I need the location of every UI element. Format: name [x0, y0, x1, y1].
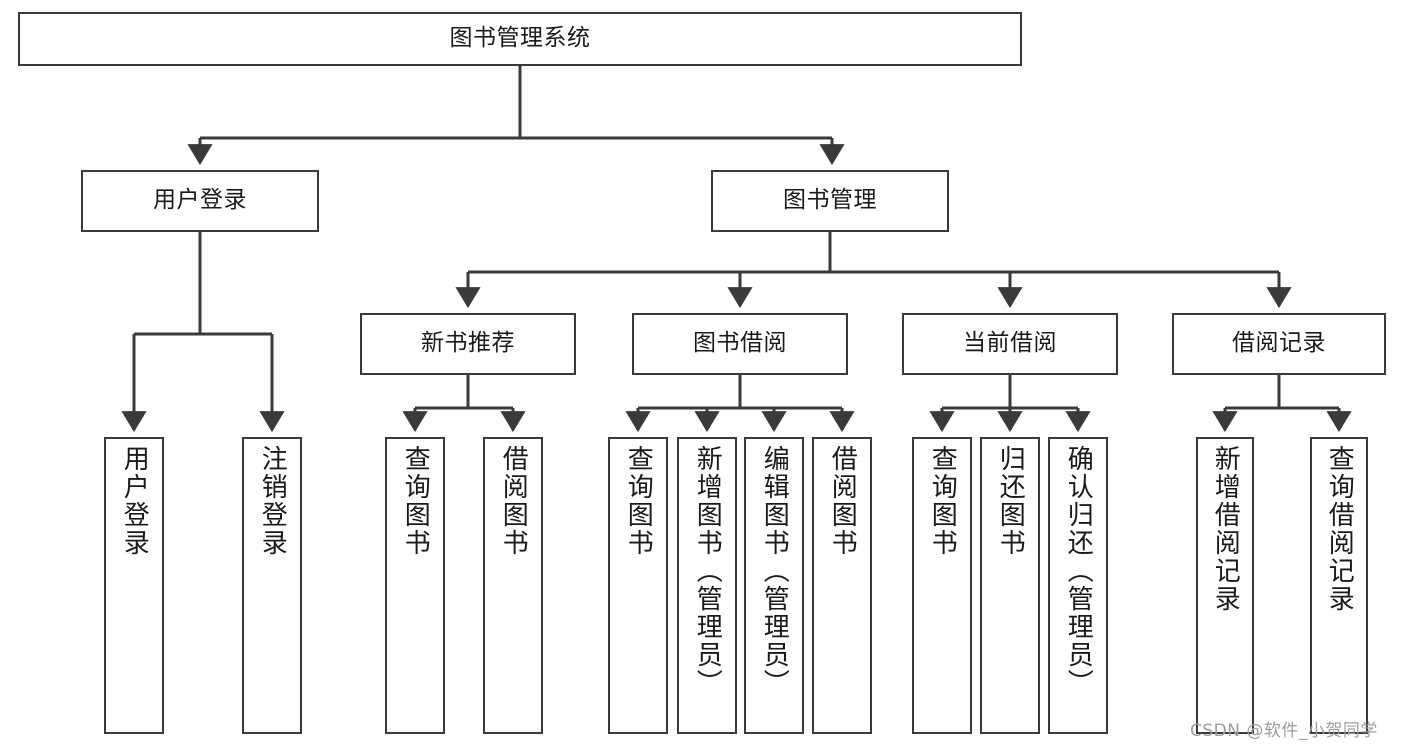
node-submodule-4-label: 借阅记录 [1232, 330, 1326, 357]
node-root-system-label: 图书管理系统 [449, 25, 591, 52]
node-leaf-2-label: 注销登录 [257, 445, 288, 557]
csdn-watermark: CSDN @软件_小贺同学 [1190, 721, 1378, 741]
node-leaf-13: 查询借阅记录 [1310, 437, 1368, 734]
node-leaf-10: 归还图书 [980, 437, 1040, 734]
node-leaf-4: 借阅图书 [483, 437, 543, 734]
node-leaf-5-label: 查询图书 [623, 445, 654, 557]
node-leaf-12: 新增借阅记录 [1196, 437, 1254, 734]
node-leaf-8-label: 借阅图书 [827, 445, 858, 557]
node-module-2-label: 图书管理 [783, 187, 877, 214]
node-submodule-3-label: 当前借阅 [963, 330, 1057, 357]
node-submodule-2: 图书借阅 [632, 313, 848, 375]
node-module-1-label: 用户登录 [153, 187, 247, 214]
node-leaf-3: 查询图书 [385, 437, 445, 734]
node-leaf-11-label: 确认归还（管理员） [1063, 445, 1094, 697]
node-leaf-9-label: 查询图书 [927, 445, 958, 557]
node-leaf-3-label: 查询图书 [400, 445, 431, 557]
node-leaf-11: 确认归还（管理员） [1048, 437, 1108, 734]
node-submodule-2-label: 图书借阅 [693, 330, 787, 357]
node-leaf-6-label: 新增图书（管理员） [692, 445, 723, 697]
node-leaf-12-label: 新增借阅记录 [1210, 445, 1241, 613]
node-submodule-1-label: 新书推荐 [421, 330, 515, 357]
node-leaf-9: 查询图书 [912, 437, 972, 734]
node-module-1: 用户登录 [81, 170, 319, 232]
node-root-system: 图书管理系统 [18, 12, 1022, 66]
node-leaf-1-label: 用户登录 [119, 445, 150, 557]
node-leaf-6: 新增图书（管理员） [677, 437, 737, 734]
node-leaf-7-label: 编辑图书（管理员） [759, 445, 790, 697]
node-submodule-1: 新书推荐 [360, 313, 576, 375]
node-leaf-8: 借阅图书 [812, 437, 872, 734]
node-module-2: 图书管理 [711, 170, 949, 232]
node-leaf-1: 用户登录 [104, 437, 164, 734]
node-leaf-10-label: 归还图书 [995, 445, 1026, 557]
node-leaf-2: 注销登录 [242, 437, 302, 734]
node-leaf-5: 查询图书 [608, 437, 668, 734]
node-submodule-3: 当前借阅 [902, 313, 1118, 375]
node-submodule-4: 借阅记录 [1172, 313, 1386, 375]
node-leaf-13-label: 查询借阅记录 [1324, 445, 1355, 613]
node-leaf-7: 编辑图书（管理员） [744, 437, 804, 734]
node-leaf-4-label: 借阅图书 [498, 445, 529, 557]
